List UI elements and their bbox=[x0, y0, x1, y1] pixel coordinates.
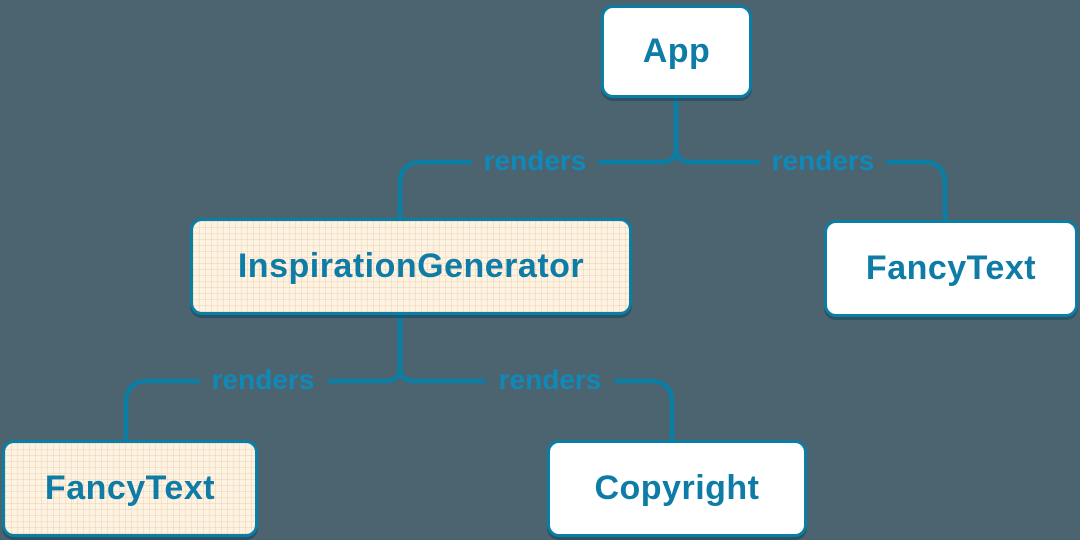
node-app: App bbox=[601, 5, 752, 98]
edge-label-renders-app-fancytext: renders bbox=[771, 145, 875, 176]
node-copyright: Copyright bbox=[547, 440, 807, 537]
edge-inspirationgenerator-to-fancytext-start bbox=[327, 313, 403, 384]
edge-app-to-inspirationgenerator-end bbox=[397, 159, 473, 221]
node-fancy-text-right: FancyText bbox=[824, 220, 1078, 317]
edge-inspirationgenerator-to-copyright-end bbox=[613, 378, 675, 443]
edge-inspirationgenerator-to-fancytext-end bbox=[123, 378, 201, 443]
node-inspiration-generator: InspirationGenerator bbox=[190, 218, 632, 315]
edge-label-renders-inspirationgenerator-copyright: renders bbox=[498, 364, 602, 395]
edge-app-to-fancytext-end bbox=[885, 159, 948, 223]
edge-app-to-fancytext-start bbox=[673, 95, 761, 165]
edge-app-to-inspirationgenerator-start bbox=[597, 95, 679, 165]
node-fancy-text-left: FancyText bbox=[2, 440, 258, 537]
edge-label-renders-inspirationgenerator-fancytext: renders bbox=[211, 364, 315, 395]
edge-inspirationgenerator-to-copyright-start bbox=[397, 313, 487, 384]
edge-label-renders-app-inspirationgenerator: renders bbox=[483, 145, 587, 176]
